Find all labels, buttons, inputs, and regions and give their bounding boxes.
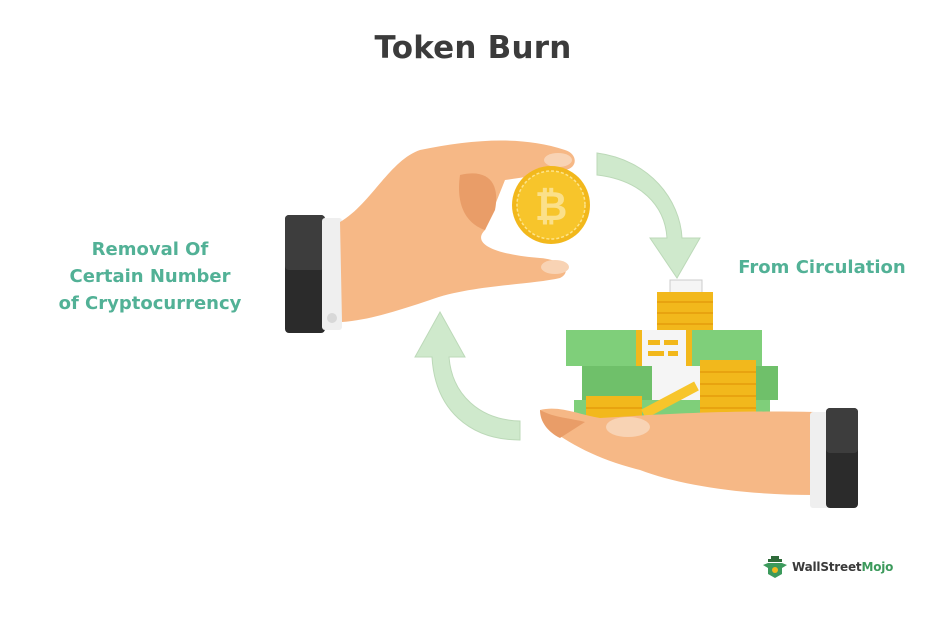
bull-mascot-icon — [763, 556, 787, 578]
hand-holding-coin-icon — [285, 140, 575, 333]
logo-text: WallStreetMojo — [792, 560, 893, 574]
circulation-label: From Circulation — [738, 257, 906, 278]
removal-label-line-3: of Cryptocurrency — [58, 293, 242, 314]
hand-holding-money-icon — [540, 408, 858, 508]
logo-text-main: WallStreet — [792, 560, 862, 574]
logo-text-accent: Mojo — [861, 560, 894, 574]
diagram-title: Token Burn — [374, 30, 572, 66]
removal-label-line-1: Removal Of — [91, 239, 209, 260]
removal-label-line-2: Certain Number — [69, 266, 231, 287]
wallstreetmojo-logo: WallStreetMojo — [762, 556, 893, 578]
bitcoin-coin-icon: ₿ — [512, 166, 590, 244]
svg-text:₿: ₿ — [535, 184, 568, 230]
removal-label: Removal Of Certain Number of Cryptocurre… — [40, 236, 260, 317]
curved-arrow-down-icon — [596, 152, 701, 279]
curved-arrow-up-icon — [414, 310, 521, 441]
